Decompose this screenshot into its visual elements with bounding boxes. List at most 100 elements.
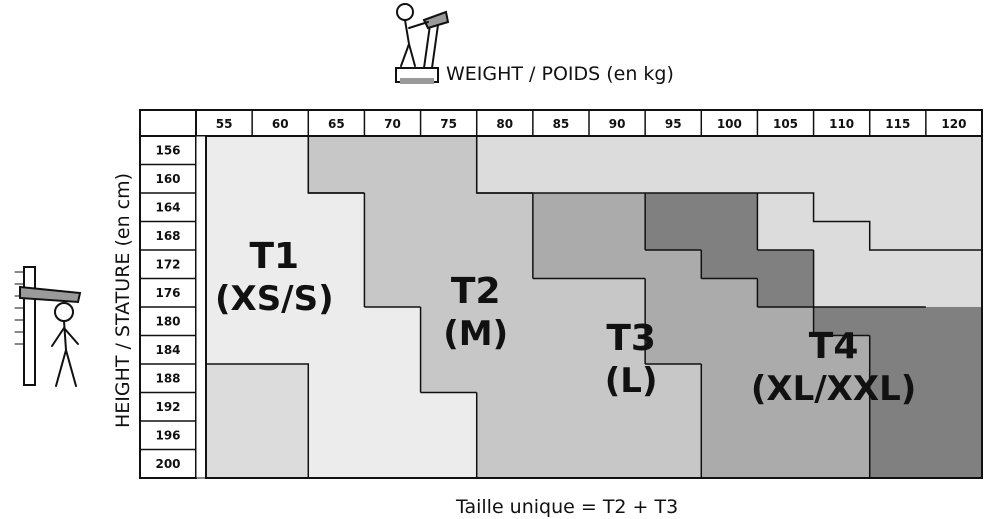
zone-row-cell: [869, 449, 982, 479]
zone-t3: [532, 193, 870, 479]
plot-border: [205, 135, 983, 479]
x-tick-label: 100: [717, 117, 742, 131]
zone-row-cell: [645, 193, 758, 222]
zone-row-cell: [476, 392, 702, 422]
zone-boundary: [307, 136, 365, 194]
y-tick-label: 196: [155, 428, 180, 442]
y-tick-labels: 156 160 164 168 172 176 180 184 188 192 196 200: [140, 143, 196, 471]
y-tick-label: 184: [155, 343, 180, 357]
zone-row-cell: [869, 335, 982, 365]
zone-size-code: T3: [606, 318, 656, 359]
zone-size-letters: (XL/XXL): [751, 369, 916, 409]
x-tick-label: 110: [829, 117, 854, 131]
zone-row-cell: [701, 364, 870, 393]
zone-row-cell: [645, 335, 870, 365]
zone-row-cell: [813, 307, 982, 336]
y-tick-label: 156: [155, 143, 180, 157]
zone-row-cell: [308, 164, 477, 194]
zone-row-cell: [476, 421, 702, 450]
zone-row-cell: [364, 193, 533, 222]
zone-row-cell: [206, 335, 421, 365]
x-tick-label: 105: [773, 117, 798, 131]
zone-row-cell: [757, 278, 814, 308]
x-tick-label: 90: [609, 117, 626, 131]
zone-row-cell: [701, 392, 870, 422]
zone-boundary: [644, 193, 871, 478]
x-tick-labels: 55 60 65 70 75 80 85 90 95 100 105 110 115 120: [216, 110, 966, 136]
zone-row-cell: [645, 221, 758, 251]
zone-row-cell: [308, 421, 477, 450]
zone-size-code: T4: [809, 326, 859, 367]
zone-row-cell: [206, 164, 309, 194]
zone-t2: [308, 136, 702, 479]
zone-row-cell: [701, 449, 870, 479]
x-tick-label: 60: [272, 117, 289, 131]
x-tick-label: 65: [328, 117, 345, 131]
zone-labels: T1(XS/S)T2(M)T3(L)T4(XL/XXL): [215, 236, 916, 409]
zone-size-code: T2: [451, 271, 501, 312]
y-tick-label: 200: [155, 457, 180, 471]
zone-row-cell: [308, 136, 477, 165]
y-tick-label: 172: [155, 257, 180, 271]
x-tick-label: 70: [384, 117, 401, 131]
zone-row-cell: [364, 278, 646, 308]
zone-row-cell: [206, 278, 365, 308]
zone-t1: [206, 136, 477, 479]
x-tick-label: 120: [941, 117, 966, 131]
zone-boundary: [532, 192, 982, 251]
zone-row-cell: [420, 335, 646, 365]
y-tick-label: 168: [155, 229, 180, 243]
height-rod-person-icon: [14, 266, 82, 387]
scale-person-icon: [395, 3, 450, 84]
x-tick-label: 115: [885, 117, 910, 131]
zone-boundary: [756, 193, 926, 308]
y-tick-label: 180: [155, 314, 180, 328]
zone-row-cell: [364, 250, 533, 279]
zone-row-cell: [206, 250, 365, 279]
x-tick-label: 75: [440, 117, 457, 131]
y-tick-label: 160: [155, 172, 180, 186]
y-tick-label: 192: [155, 400, 180, 414]
zone-row-cell: [206, 136, 309, 165]
zone-row-cell: [869, 364, 982, 393]
zone-row-cell: [308, 449, 477, 479]
zone-size-letters: (XS/S): [215, 279, 334, 319]
x-tick-label: 95: [665, 117, 682, 131]
zone-row-cell: [645, 307, 814, 336]
zone-row-cell: [308, 364, 421, 393]
zone-boundary: [206, 363, 310, 478]
zone-row-cell: [645, 278, 758, 308]
zone-row-cell: [532, 221, 646, 251]
zone-row-cell: [701, 421, 870, 450]
zone-size-letters: (M): [443, 314, 508, 354]
y-tick-label: 164: [155, 200, 180, 214]
zone-row-cell: [532, 193, 646, 222]
corner-cell: [139, 109, 197, 137]
x-tick-label: 80: [496, 117, 513, 131]
zone-row-cell: [869, 421, 982, 450]
y-tick-label: 176: [155, 286, 180, 300]
zone-size-letters: (L): [605, 361, 658, 401]
zone-boundary: [475, 136, 533, 194]
x-axis-title: WEIGHT / POIDS (en kg): [446, 63, 674, 85]
inner-spacer-column: [195, 135, 207, 479]
y-axis-title: HEIGHT / STATURE (en cm): [112, 173, 134, 428]
zone-row-cell: [869, 392, 982, 422]
zone-row-cell: [420, 307, 646, 336]
zone-t4: [645, 193, 982, 479]
zone-row-cell: [420, 364, 702, 393]
x-tick-label: 55: [216, 117, 233, 131]
zone-row-cell: [532, 250, 702, 279]
footnote: Taille unique = T2 + T3: [455, 496, 678, 518]
y-tick-label: 188: [155, 371, 180, 385]
zone-row-cell: [206, 193, 365, 222]
zone-row-cell: [364, 221, 533, 251]
zone-row-cell: [476, 449, 702, 479]
x-tick-label: 85: [553, 117, 570, 131]
size-zones: [206, 136, 982, 479]
zone-row-cell: [206, 307, 421, 336]
zone-row-cell: [206, 221, 365, 251]
zone-row-cell: [308, 392, 477, 422]
zone-row-cell: [701, 250, 814, 279]
